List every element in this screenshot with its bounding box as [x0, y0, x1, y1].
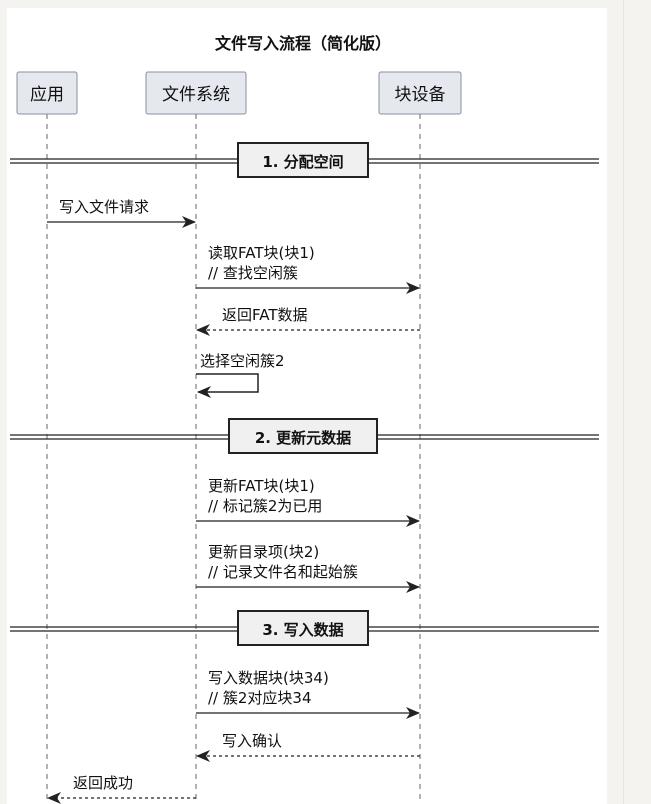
- participant-fs: 文件系统: [145, 71, 247, 115]
- section-label-box: [228, 418, 378, 454]
- message: 更新FAT块(块1) // 标记簇2为已用: [196, 477, 420, 527]
- message-label: // 标记簇2为已用: [208, 497, 322, 515]
- message-label: 选择空闲簇2: [200, 352, 285, 370]
- message-label: 更新目录项(块2): [208, 543, 319, 561]
- message: 写入文件请求: [47, 198, 196, 228]
- message: 选择空闲簇2: [196, 352, 285, 398]
- participant-box: [145, 71, 247, 115]
- message: 写入确认: [196, 732, 420, 762]
- message-label: 返回FAT数据: [222, 306, 308, 324]
- section-divider: 2. 更新元数据: [10, 418, 599, 454]
- side-panel: [623, 0, 651, 804]
- message: 返回成功: [47, 774, 196, 804]
- section-label-box: [237, 610, 369, 646]
- participants: 应用 文件系统 块设备: [16, 71, 462, 115]
- section-label: 2. 更新元数据: [255, 429, 351, 447]
- diagram-canvas: 文件写入流程（简化版） 应用 文件系统 块设备 1. 分配空间 2. 更新元数据 3. …: [7, 8, 607, 804]
- message-label: // 簇2对应块34: [208, 689, 312, 707]
- participant-label: 应用: [30, 85, 64, 105]
- message-label: 读取FAT块(块1): [208, 244, 315, 262]
- participant-label: 块设备: [395, 85, 446, 105]
- message: 读取FAT块(块1) // 查找空闲簇: [196, 244, 420, 294]
- section-label-box: [237, 142, 369, 178]
- message-label: 写入数据块(块34): [208, 669, 329, 687]
- section-divider: 1. 分配空间: [10, 142, 599, 178]
- message: 更新目录项(块2) // 记录文件名和起始簇: [196, 543, 420, 593]
- message: 写入数据块(块34) // 簇2对应块34: [196, 669, 420, 719]
- section-dividers: 1. 分配空间 2. 更新元数据 3. 写入数据: [10, 142, 599, 646]
- diagram-title: 文件写入流程（简化版）: [215, 34, 391, 53]
- message-label: 写入确认: [222, 732, 282, 750]
- section-label: 1. 分配空间: [262, 153, 343, 171]
- participant-label: 文件系统: [162, 85, 230, 105]
- participant-box: [16, 71, 78, 115]
- message: 返回FAT数据: [196, 306, 420, 336]
- section-label: 3. 写入数据: [262, 621, 343, 639]
- lifelines: [46, 114, 421, 804]
- section-divider: 3. 写入数据: [10, 610, 599, 646]
- message-label: // 查找空闲簇: [208, 264, 298, 282]
- sequence-diagram: 文件写入流程（简化版） 应用 文件系统 块设备 1. 分配空间 2. 更新元数据 3. …: [10, 34, 599, 804]
- message-label: 返回成功: [73, 774, 133, 792]
- message-label: 写入文件请求: [59, 198, 149, 216]
- participant-blk: 块设备: [378, 71, 462, 115]
- message-label: 更新FAT块(块1): [208, 477, 315, 495]
- message-label: // 记录文件名和起始簇: [208, 563, 358, 581]
- participant-box: [378, 71, 462, 115]
- participant-app: 应用: [16, 71, 78, 115]
- self-message-arrow: [196, 373, 259, 398]
